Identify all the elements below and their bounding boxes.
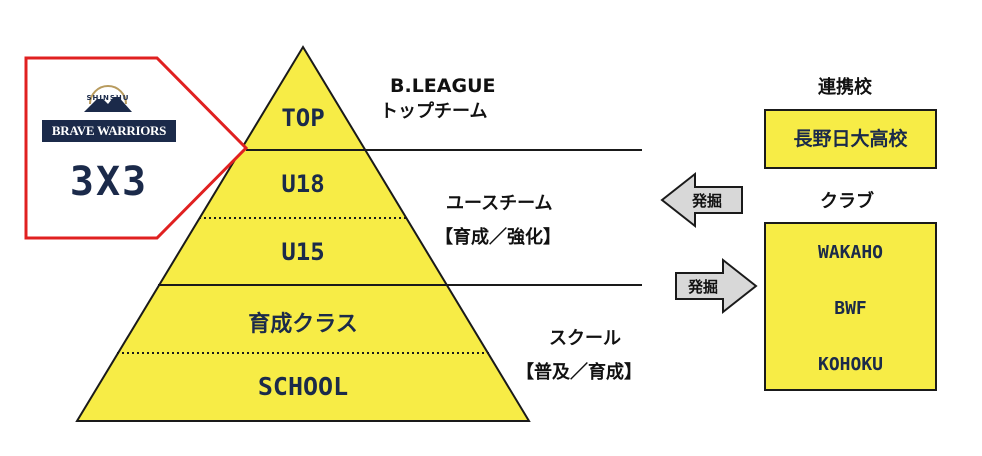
club-heading: クラブ (820, 191, 874, 212)
pyramid-shape (75, 45, 531, 422)
partner-heading: 連携校 (818, 77, 872, 98)
arrow-right-label: 発掘 (688, 278, 719, 296)
level-top: TOP (281, 104, 325, 132)
label-school-role: 【普及／育成】 (516, 362, 642, 383)
partner-school-box: 長野日大高校 (764, 109, 937, 169)
club-box: WAKAHO BWF KOHOKU (764, 222, 937, 391)
club-item: KOHOKU (817, 354, 884, 375)
level-u15: U15 (281, 238, 325, 266)
logo-brand: BRAVE WARRIORS (42, 120, 176, 142)
mountain-emblem-icon (84, 85, 132, 112)
label-top-team: トップチーム (380, 101, 488, 122)
label-bleague: B.LEAGUE (390, 75, 496, 97)
partner-school-name: 長野日大高校 (793, 128, 908, 150)
logo-shinshu: SHINSHU (86, 94, 130, 102)
label-youth-team: ユースチーム (446, 193, 553, 214)
level-school: SCHOOL (257, 372, 349, 401)
level-development-class: 育成クラス (248, 312, 358, 337)
club-item: WAKAHO (817, 242, 884, 263)
logo-3x3: 3X3 (69, 159, 149, 205)
label-youth-role: 【育成／強化】 (435, 227, 561, 248)
arrow-left-label: 発掘 (692, 192, 723, 210)
club-item: BWF (834, 298, 867, 319)
label-school: スクール (549, 328, 621, 349)
level-u18: U18 (281, 170, 325, 198)
